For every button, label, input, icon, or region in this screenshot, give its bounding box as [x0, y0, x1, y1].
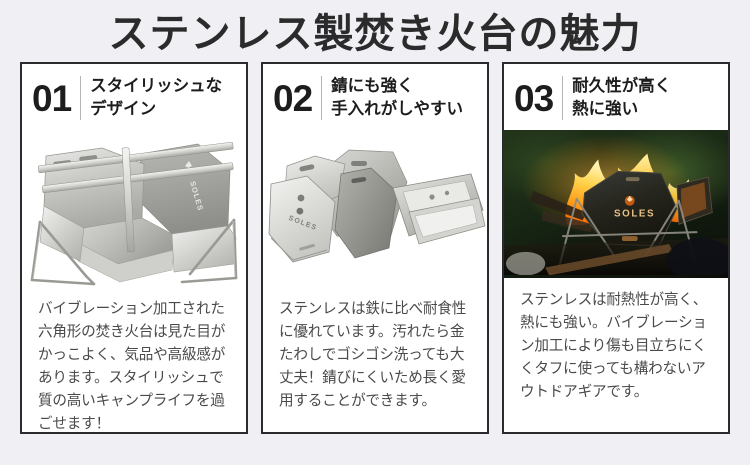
card-heading-line-1: 錆にも強く — [331, 76, 414, 95]
feature-card-02: 02 錆にも強く 手入れがしやすい — [261, 62, 489, 434]
card-number: 03 — [514, 77, 554, 119]
pit-brand-mark: SOLES — [614, 195, 655, 219]
card-heading-line-1: 耐久性が高く — [572, 76, 672, 95]
card-number: 01 — [32, 77, 72, 119]
card-header: 01 スタイリッシュな デザイン — [22, 64, 246, 130]
card-heading: 耐久性が高く 熱に強い — [572, 75, 671, 122]
card-heading: 錆にも強く 手入れがしやすい — [331, 75, 463, 122]
product-photo-firepit-burning: SOLES — [504, 130, 728, 278]
card-heading-line-2: 熱に強い — [572, 100, 639, 118]
feature-card-list: 01 スタイリッシュな デザイン — [0, 62, 750, 434]
card-header: 02 錆にも強く 手入れがしやすい — [263, 64, 487, 130]
card-body-text: ステンレスは鉄に比べ耐食性に優れています。汚れたら金たわしでゴシゴシ洗っても大丈… — [279, 301, 467, 410]
card-heading-line-2: デザイン — [90, 100, 157, 118]
header-divider — [321, 76, 323, 120]
product-image-disassembled-panels: SOLES — [263, 130, 487, 288]
header-divider — [80, 76, 82, 120]
feature-card-03: 03 耐久性が高く 熱に強い — [502, 62, 730, 434]
card-body-text: ステンレスは耐熱性が高く、熱にも強い。バイブレーション加工により傷も目立ちにくく… — [520, 292, 708, 401]
header-divider — [562, 76, 564, 120]
card-header: 03 耐久性が高く 熱に強い — [504, 64, 728, 130]
boot — [667, 238, 728, 276]
page-title: ステンレス製焚き火台の魅力 — [108, 12, 642, 56]
card-body-text: バイブレーション加工された六角形の焚き火台は見た目がかっこよく、気品や高級感があ… — [38, 301, 226, 433]
firepit-illustration: SOLES — [30, 142, 238, 286]
card-heading-line-2: 手入れがしやすい — [331, 100, 463, 118]
card-heading-line-1: スタイリッシュな — [90, 76, 223, 95]
product-image-assembled-firepit: SOLES — [22, 130, 246, 288]
panels-illustration: SOLES — [268, 149, 486, 263]
card-number: 02 — [273, 77, 313, 119]
card-heading: スタイリッシュな デザイン — [90, 75, 222, 122]
svg-text:SOLES: SOLES — [614, 208, 655, 219]
firepit-with-flames-illustration: SOLES — [504, 133, 728, 276]
feature-card-01: 01 スタイリッシュな デザイン — [20, 62, 248, 434]
branch — [545, 243, 673, 276]
